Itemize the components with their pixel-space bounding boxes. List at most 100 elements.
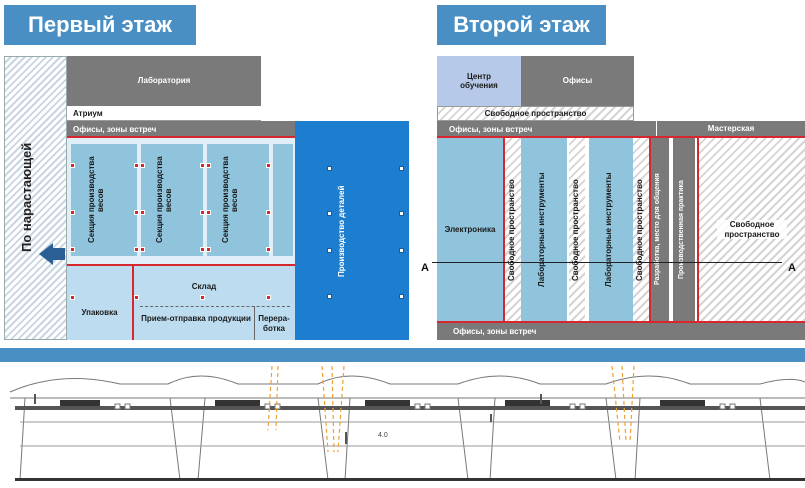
free-space-col-2-label: Свободное пространство xyxy=(571,178,580,281)
receiving-shipping-label: Прием-отправка продукции xyxy=(141,314,251,323)
column-marker xyxy=(200,163,205,168)
electronics-block: Электроника xyxy=(437,138,503,321)
scale-section-4 xyxy=(273,144,293,256)
red-line xyxy=(67,264,295,266)
red-line xyxy=(649,138,651,321)
lab-tools-1-label: Лабораторные инструменты xyxy=(537,172,546,287)
floor2-title: Второй этаж xyxy=(437,5,606,45)
growth-label: По нарастающей xyxy=(19,142,34,252)
column-marker xyxy=(266,210,271,215)
floor2-offices-bottom: Офисы, зоны встреч xyxy=(437,323,805,340)
arrow-left-icon xyxy=(39,243,53,265)
column-marker xyxy=(399,211,404,216)
warehouse-label: Склад xyxy=(191,282,217,291)
column-marker xyxy=(266,247,271,252)
red-line xyxy=(132,266,134,340)
column-marker xyxy=(134,247,139,252)
free-space-right-label: Свободное пространство xyxy=(717,220,787,239)
free-space-col-2: Свободное пространство xyxy=(569,138,585,321)
floor2-offices-bar: Офисы, зоны встреч xyxy=(437,121,656,137)
floor1-offices-bar: Офисы, зоны встреч xyxy=(67,121,295,137)
free-space-col-1-label: Свободное пространство xyxy=(507,178,516,281)
scale-section-2-label: Секция производства весов xyxy=(155,156,174,244)
column-marker xyxy=(70,163,75,168)
lab-tools-1-block: Лабораторные инструменты xyxy=(521,138,567,321)
atrium-label: Атриум xyxy=(73,109,103,118)
scale-section-3: Секция производства весов xyxy=(207,144,269,256)
free-space-top: Свободное пространство xyxy=(437,106,634,121)
offices-block: Офисы xyxy=(521,56,634,106)
electronics-label: Электроника xyxy=(444,224,496,234)
column-marker xyxy=(399,248,404,253)
parts-production-label: Производство деталей xyxy=(337,184,346,277)
free-space-col-1: Свободное пространство xyxy=(505,138,521,321)
offices-label: Офисы xyxy=(562,76,593,86)
section-line-aa xyxy=(432,262,782,263)
column-marker xyxy=(266,295,271,300)
workshop-label: Мастерская xyxy=(707,124,755,134)
column-marker xyxy=(70,210,75,215)
scale-section-1: Секция производства весов xyxy=(71,144,137,256)
laboratory-label: Лаборатория xyxy=(137,76,191,86)
section-band xyxy=(0,348,805,362)
section-marker-left: A xyxy=(421,262,429,274)
free-space-col-3: Свободное пространство xyxy=(633,138,649,321)
growth-arrow-zone: По нарастающей xyxy=(4,56,67,340)
column-marker xyxy=(206,163,211,168)
scale-section-2: Секция производства весов xyxy=(141,144,203,256)
floor2-offices-bottom-label: Офисы, зоны встреч xyxy=(453,327,537,336)
section-marker-right: A xyxy=(788,262,796,274)
column-marker xyxy=(200,295,205,300)
column-marker xyxy=(200,210,205,215)
free-space-top-label: Свободное пространство xyxy=(484,108,587,118)
dashed-divider xyxy=(140,306,290,307)
training-center-block: Центр обучения xyxy=(437,56,521,106)
column-marker xyxy=(327,166,332,171)
column-marker xyxy=(327,248,332,253)
column-marker xyxy=(140,210,145,215)
processing-label-1: Перера- xyxy=(258,314,290,323)
processing-label-2: ботка xyxy=(263,324,285,333)
production-practice-label: Производственная практика xyxy=(678,180,685,279)
production-practice-block: Производственная практика xyxy=(673,138,695,321)
laboratory-block: Лаборатория xyxy=(67,56,261,106)
free-space-right-block: Свободное пространство xyxy=(699,138,805,321)
column-marker xyxy=(134,210,139,215)
red-line xyxy=(437,321,805,323)
red-line xyxy=(503,138,505,321)
column-marker xyxy=(327,294,332,299)
lab-tools-2-block: Лабораторные инструменты xyxy=(589,138,633,321)
red-line xyxy=(67,136,295,138)
atrium-block: Атриум xyxy=(67,106,261,121)
column-marker xyxy=(140,247,145,252)
column-marker xyxy=(266,163,271,168)
meeting-area-block: Разработка, место для общения xyxy=(651,138,669,321)
column-marker xyxy=(399,166,404,171)
floor1-title: Первый этаж xyxy=(4,5,196,45)
red-line xyxy=(697,138,699,321)
free-space-col-3-label: Свободное пространство xyxy=(635,178,644,281)
floor2-offices-label: Офисы, зоны встреч xyxy=(449,125,533,134)
arrow-left-icon-tail xyxy=(53,248,65,260)
column-marker xyxy=(200,247,205,252)
workshop-block: Мастерская xyxy=(656,121,805,137)
packing-label: Упаковка xyxy=(81,308,118,317)
parts-production-block: Производство деталей xyxy=(295,121,409,340)
column-marker xyxy=(206,210,211,215)
divider xyxy=(254,306,255,340)
building-section-drawing xyxy=(9,365,805,481)
lab-tools-2-label: Лабораторные инструменты xyxy=(604,172,613,287)
scale-section-1-label: Секция производства весов xyxy=(87,156,106,244)
meeting-area-label: Разработка, место для общения xyxy=(654,173,661,286)
column-marker xyxy=(327,211,332,216)
red-line xyxy=(437,136,805,138)
column-marker xyxy=(399,294,404,299)
dimension-label: 4.0 xyxy=(378,432,388,439)
column-marker xyxy=(70,247,75,252)
scale-section-3-label: Секция производства весов xyxy=(221,156,240,244)
column-marker xyxy=(70,295,75,300)
packing-block: Упаковка xyxy=(67,266,132,340)
warehouse-block: Склад Прием-отправка продукции Перера- б… xyxy=(134,266,295,340)
column-marker xyxy=(134,295,139,300)
column-marker xyxy=(134,163,139,168)
